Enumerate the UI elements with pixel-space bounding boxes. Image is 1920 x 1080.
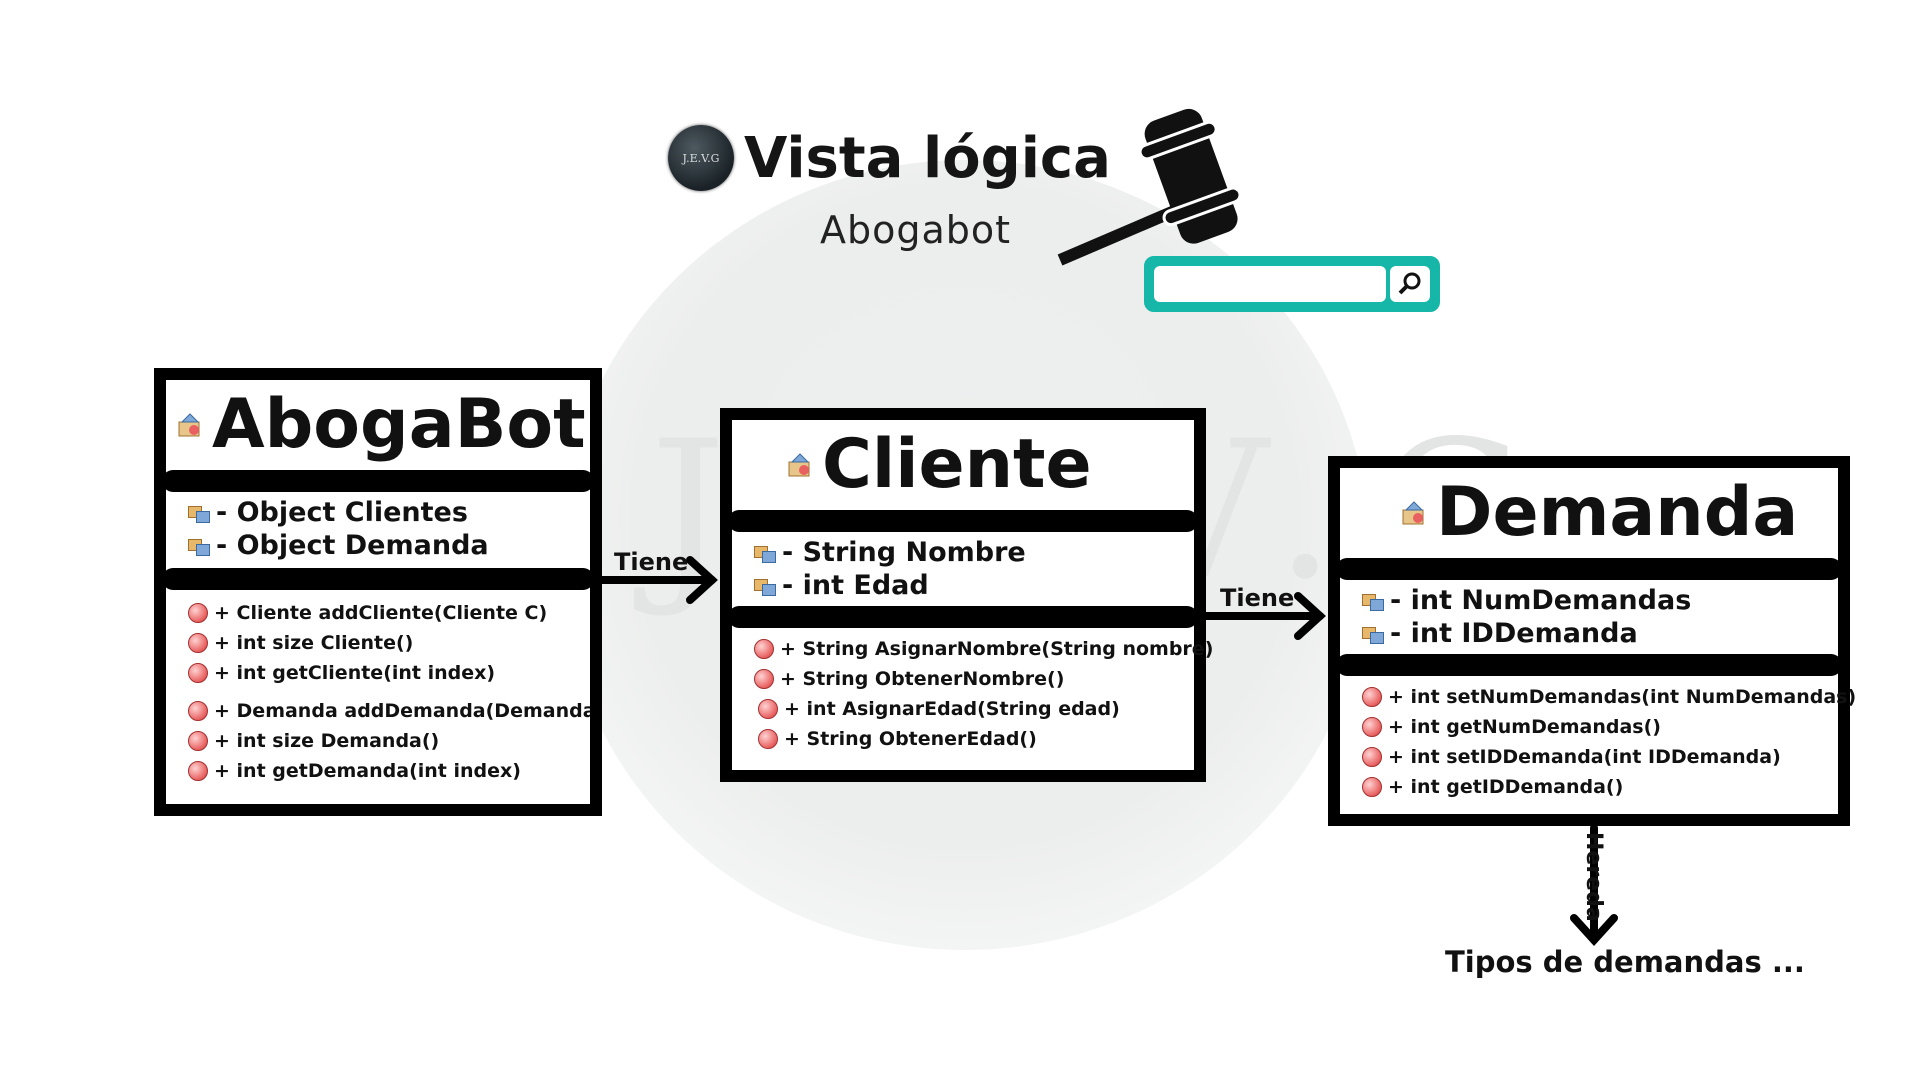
logo: J.E.V.G bbox=[668, 125, 734, 191]
operation: + Demanda addDemanda(Demanda D bbox=[188, 696, 590, 726]
method-icon bbox=[188, 701, 208, 721]
method-icon bbox=[1362, 777, 1382, 797]
operations: + int setNumDemandas(int NumDemandas) + … bbox=[1340, 676, 1856, 806]
operation: + int setNumDemandas(int NumDemandas) bbox=[1362, 682, 1856, 712]
method-icon bbox=[758, 699, 778, 719]
field-icon bbox=[1362, 625, 1384, 644]
operation: + int size Cliente() bbox=[188, 628, 590, 658]
method-icon bbox=[188, 603, 208, 623]
diagram-header: J.E.V.G Vista lógica bbox=[668, 118, 1111, 198]
search-input[interactable] bbox=[1154, 266, 1386, 302]
method-icon bbox=[758, 729, 778, 749]
operations: + Cliente addCliente(Cliente C) + int si… bbox=[166, 590, 590, 790]
operation: + String AsignarNombre(String nombre) bbox=[754, 634, 1213, 664]
method-icon bbox=[188, 663, 208, 683]
class-name: AbogaBot bbox=[212, 385, 586, 464]
method-icon bbox=[754, 669, 774, 689]
arrow-hereda bbox=[1570, 824, 1618, 946]
class-abogabot: AbogaBot - Object Clientes - Object Dema… bbox=[154, 368, 602, 816]
class-name: Cliente bbox=[822, 425, 1092, 504]
arrow-tiene-2 bbox=[1202, 592, 1326, 640]
class-cliente: Cliente - String Nombre - int Edad + Str… bbox=[720, 408, 1213, 782]
attribute: - int NumDemandas bbox=[1362, 584, 1838, 617]
field-icon bbox=[1362, 592, 1384, 611]
attributes: - Object Clientes - Object Demanda bbox=[166, 492, 590, 568]
class-demanda: Demanda - int NumDemandas - int IDDemand… bbox=[1328, 456, 1856, 826]
attribute: - Object Clientes bbox=[188, 496, 590, 529]
attributes: - String Nombre - int Edad bbox=[732, 532, 1194, 606]
operation: + int AsignarEdad(String edad) bbox=[754, 694, 1194, 724]
class-header: Cliente bbox=[732, 420, 1194, 510]
class-name: Demanda bbox=[1436, 473, 1799, 552]
class-icon bbox=[176, 412, 202, 438]
subclasses-label: Tipos de demandas ... bbox=[1445, 945, 1805, 979]
method-icon bbox=[188, 633, 208, 653]
method-icon bbox=[188, 761, 208, 781]
divider bbox=[162, 568, 594, 590]
method-icon bbox=[1362, 717, 1382, 737]
class-icon bbox=[1400, 500, 1426, 526]
search-button[interactable] bbox=[1390, 266, 1430, 302]
page-title: Vista lógica bbox=[744, 125, 1111, 191]
operation: + String ObtenerEdad() bbox=[754, 724, 1194, 754]
gavel-icon bbox=[1057, 108, 1242, 266]
relation-label-hereda: Hereda bbox=[1581, 832, 1606, 922]
operation: + int getIDDemanda() bbox=[1362, 772, 1838, 802]
operation: + int size Demanda() bbox=[188, 726, 590, 756]
field-icon bbox=[188, 537, 210, 556]
operation: + Cliente addCliente(Cliente C) bbox=[188, 598, 590, 628]
attributes: - int NumDemandas - int IDDemanda bbox=[1340, 580, 1838, 654]
relation-label-tiene: Tiene bbox=[1220, 584, 1295, 612]
class-icon bbox=[786, 452, 812, 478]
class-header: AbogaBot bbox=[166, 380, 590, 470]
divider bbox=[728, 606, 1198, 628]
search-icon bbox=[1398, 272, 1421, 295]
search-box bbox=[1144, 256, 1440, 312]
divider bbox=[728, 510, 1198, 532]
operation: + int setIDDemanda(int IDDemanda) bbox=[1362, 742, 1838, 772]
field-icon bbox=[754, 544, 776, 563]
field-icon bbox=[754, 577, 776, 596]
field-icon bbox=[188, 504, 210, 523]
method-icon bbox=[188, 731, 208, 751]
operations: + String AsignarNombre(String nombre) + … bbox=[732, 628, 1213, 758]
operation: + int getDemanda(int index) bbox=[188, 756, 590, 786]
divider bbox=[1336, 654, 1842, 676]
operation: + int getNumDemandas() bbox=[1362, 712, 1838, 742]
operation: + String ObtenerNombre() bbox=[754, 664, 1194, 694]
attribute: - int Edad bbox=[754, 569, 1194, 602]
arrow-tiene-1 bbox=[598, 556, 718, 604]
operation: + int getCliente(int index) bbox=[188, 658, 590, 688]
attribute: - Object Demanda bbox=[188, 529, 590, 562]
attribute: - int IDDemanda bbox=[1362, 617, 1838, 650]
method-icon bbox=[754, 639, 774, 659]
class-header: Demanda bbox=[1340, 468, 1838, 558]
divider bbox=[162, 470, 594, 492]
relation-label-tiene: Tiene bbox=[614, 548, 689, 576]
divider bbox=[1336, 558, 1842, 580]
page-subtitle: Abogabot bbox=[820, 208, 1012, 252]
method-icon bbox=[1362, 747, 1382, 767]
method-icon bbox=[1362, 687, 1382, 707]
attribute: - String Nombre bbox=[754, 536, 1194, 569]
